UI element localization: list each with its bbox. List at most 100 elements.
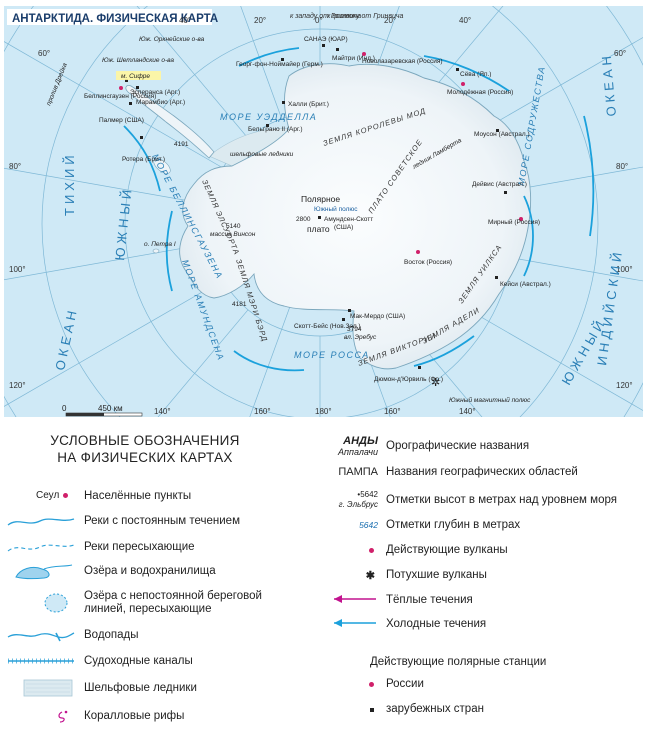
legend-settlements: Сеул Населённые пункты <box>6 486 191 506</box>
svg-text:Юж. Оркнейские о-ва: Юж. Оркнейские о-ва <box>139 35 205 43</box>
foreign-station-symbol <box>316 703 378 715</box>
legend-coral-reefs: Коралловые рифы <box>6 706 184 726</box>
svg-text:Марамбио (Арг.): Марамбио (Арг.) <box>136 98 185 106</box>
settlement-symbol: Сеул <box>6 486 76 506</box>
cold-currents <box>123 47 595 372</box>
scale-bar: 0 450 км <box>62 404 143 417</box>
map-title: АНТАРКТИДА. ФИЗИЧЕСКАЯ КАРТА <box>12 13 218 25</box>
river-symbol <box>6 511 76 531</box>
pole-height: 2800 <box>296 216 311 223</box>
svg-text:Юж. Шетландские о-ва: Юж. Шетландские о-ва <box>102 56 174 64</box>
svg-text:шельфовые ледники: шельфовые ледники <box>230 150 294 158</box>
svg-text:100°: 100° <box>9 265 26 274</box>
dry-river-symbol <box>6 537 76 557</box>
svg-text:Майтри (Инд.): Майтри (Инд.) <box>332 54 375 62</box>
legend-depths: 5642 Отметки глубин в метрах <box>316 515 520 535</box>
svg-text:Южный магнитный полюс: Южный магнитный полюс <box>449 396 531 404</box>
legend-label: зарубежных стран <box>386 703 484 715</box>
svg-text:120°: 120° <box>616 381 633 390</box>
depth-sample: 5642 <box>359 520 378 530</box>
svg-text:Скотт-Бейс (Нов.Зел.): Скотт-Бейс (Нов.Зел.) <box>294 322 361 330</box>
svg-text:100°: 100° <box>616 265 633 274</box>
svg-text:20°: 20° <box>254 16 266 25</box>
svg-text:80°: 80° <box>616 162 628 171</box>
svg-text:вл. Эребус: вл. Эребус <box>344 333 377 341</box>
legend-label: Отметки глубин в метрах <box>386 519 521 531</box>
legend-dry-lakes: Озёра с непостоянной береговой линией, п… <box>6 588 284 618</box>
antarctic-continent <box>179 63 532 370</box>
meridian-line <box>4 243 210 281</box>
svg-text:Молодёжная (Россия): Молодёжная (Россия) <box>447 89 513 96</box>
warm-current-arrow <box>316 589 378 612</box>
longitude-labels: 60° 40° 20° 0° 20° 40° 60° 80° 100° 120°… <box>9 16 633 416</box>
svg-text:Ротера (Брит.): Ротера (Брит.) <box>122 156 165 163</box>
legend-heights: •5642 г. Эльбрус Отметки высот в метрах … <box>316 488 617 512</box>
svg-text:Новолазаревская (Россия): Новолазаревская (Россия) <box>362 58 443 65</box>
pole-station: Амундсен-Скотт <box>324 216 373 223</box>
coral-reef-symbol <box>6 706 76 726</box>
antarctic-peninsula <box>125 85 215 159</box>
legend-label: Отметки высот в метрах над уровнем моря <box>386 494 617 506</box>
legend-label: Реки пересыхающие <box>84 541 195 553</box>
legend-regions: ПАМПА Названия географических областей <box>316 462 578 482</box>
legend-label: Озёра и водохранилища <box>84 565 216 577</box>
svg-text:40°: 40° <box>459 16 471 25</box>
pole-station-country: (США) <box>334 224 353 231</box>
legend-rivers: Реки с постоянным течением <box>6 511 240 531</box>
legend-foreign-stations: зарубежных стран <box>316 699 484 719</box>
russian-station-symbol <box>316 678 378 690</box>
legend-label: Шельфовые ледники <box>84 682 197 694</box>
svg-text:Моусон (Австрал.): Моусон (Австрал.) <box>474 131 530 138</box>
svg-text:Мак-Мердо (США): Мак-Мердо (США) <box>350 313 405 320</box>
legend-label: Реки с постоянным течением <box>84 515 240 527</box>
svg-text:0°: 0° <box>315 16 323 25</box>
legend-dry-rivers: Реки пересыхающие <box>6 537 195 557</box>
svg-text:4191: 4191 <box>174 141 189 148</box>
peter-island <box>152 248 160 254</box>
svg-text:140°: 140° <box>154 407 171 416</box>
svg-text:САНАЭ (ЮАР): САНАЭ (ЮАР) <box>304 36 348 43</box>
svg-text:Восток (Россия): Восток (Россия) <box>404 259 452 266</box>
pole-station-marker <box>318 216 321 219</box>
svg-text:Дюмон-д'Юрвиль (Фр.): Дюмон-д'Юрвиль (Фр.) <box>374 376 443 383</box>
svg-text:120°: 120° <box>9 381 26 390</box>
svg-text:массив Винсон: массив Винсон <box>210 231 256 238</box>
legend-orographic: АНДЫ Аппалачи Орографические названия <box>316 433 529 459</box>
ice-shelf-symbol <box>6 678 76 698</box>
legend-label: Судоходные каналы <box>84 655 193 667</box>
magnetic-pole-icon: ✲ <box>431 377 440 389</box>
legend-label: Населённые пункты <box>84 490 192 502</box>
legend-canals: Судоходные каналы <box>6 651 193 671</box>
antarctica-map: АНТАРКТИДА. ФИЗИЧЕСКАЯ КАРТА к западу от… <box>4 6 643 417</box>
meridian-line <box>240 6 283 119</box>
svg-text:Беллинсгаузен (Россия): Беллинсгаузен (Россия) <box>84 93 156 100</box>
svg-text:180°: 180° <box>315 407 332 416</box>
cold-current-arrow <box>316 613 378 636</box>
svg-text:м. Сифре: м. Сифре <box>121 73 150 80</box>
svg-text:о. Петра I: о. Петра I <box>144 241 176 248</box>
alexander-island <box>153 158 171 174</box>
svg-text:МОРЕ РОССА: МОРЕ РОССА <box>294 350 370 360</box>
legend-warm-currents: Тёплые течения <box>316 590 473 610</box>
svg-text:ОКЕАН: ОКЕАН <box>598 52 619 117</box>
svg-text:Георг-фон-Ноймайер (Герм.): Георг-фон-Ноймайер (Герм.) <box>236 60 323 68</box>
stations-title: Действующие полярные станции <box>370 656 547 668</box>
svg-text:МОРЕ УЭДДЕЛЛА: МОРЕ УЭДДЕЛЛА <box>220 112 317 122</box>
legend-waterfalls: Водопады <box>6 625 139 645</box>
legend-stations-title: Действующие полярные станции <box>370 652 546 672</box>
orographic-sample: АНДЫ Аппалачи <box>338 434 378 457</box>
station-labels: Беллинсгаузен (Россия) Эсперанса (Арг.) … <box>84 36 551 383</box>
west-note: к западу от Гринвича <box>290 12 361 20</box>
legend-cold-currents: Холодные течения <box>316 614 486 634</box>
svg-text:Бельграно II (Арг.): Бельграно II (Арг.) <box>248 126 303 133</box>
svg-text:Кейси (Австрал.): Кейси (Австрал.) <box>500 280 551 288</box>
svg-text:160°: 160° <box>254 407 271 416</box>
svg-text:140°: 140° <box>459 407 476 416</box>
plateau-name2: плато <box>307 224 330 234</box>
legend-label: Коралловые рифы <box>84 710 185 722</box>
svg-text:Сёва (Яп.): Сёва (Яп.) <box>460 71 491 78</box>
legend-label: Действующие вулканы <box>386 544 508 556</box>
waterfall-symbol <box>6 625 76 645</box>
region-sample: ПАМПА <box>338 466 378 478</box>
legend-label: России <box>386 678 424 690</box>
